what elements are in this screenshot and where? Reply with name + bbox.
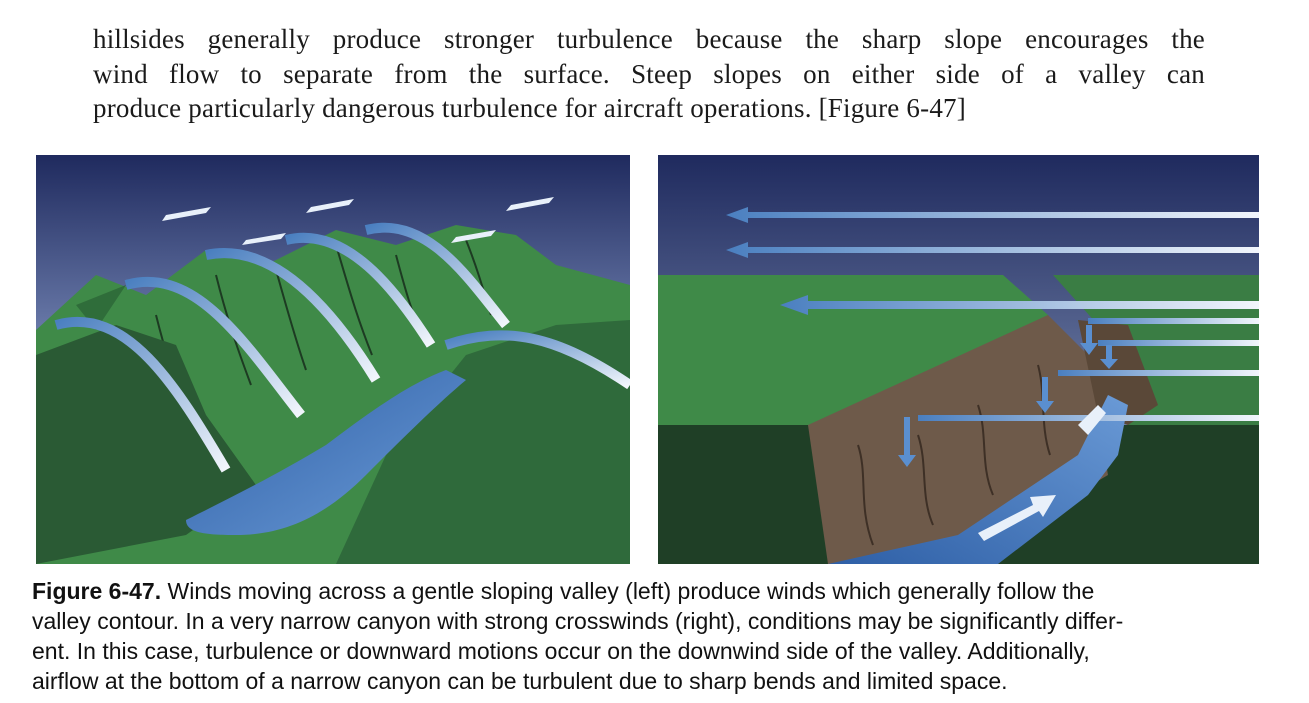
caption-text: ent. In this case, turbulence or downwar… <box>32 638 1090 664</box>
paragraph-line: wind flow to separate from the surface. … <box>93 58 1205 89</box>
figure-caption: Figure 6-47. Winds moving across a gentl… <box>32 576 1272 696</box>
body-paragraph: hillsides generally produce stronger tur… <box>93 22 1205 126</box>
figure-label: Figure 6-47. <box>32 578 162 604</box>
gentle-valley-illustration <box>36 155 630 564</box>
caption-text: valley contour. In a very narrow canyon … <box>32 608 1124 634</box>
narrow-canyon-illustration <box>658 155 1259 564</box>
caption-text: airflow at the bottom of a narrow canyon… <box>32 668 1008 694</box>
paragraph-line: produce particularly dangerous turbulenc… <box>93 93 966 123</box>
caption-text: Winds moving across a gentle sloping val… <box>161 578 1095 604</box>
paragraph-line: hillsides generally produce stronger tur… <box>93 24 1205 54</box>
